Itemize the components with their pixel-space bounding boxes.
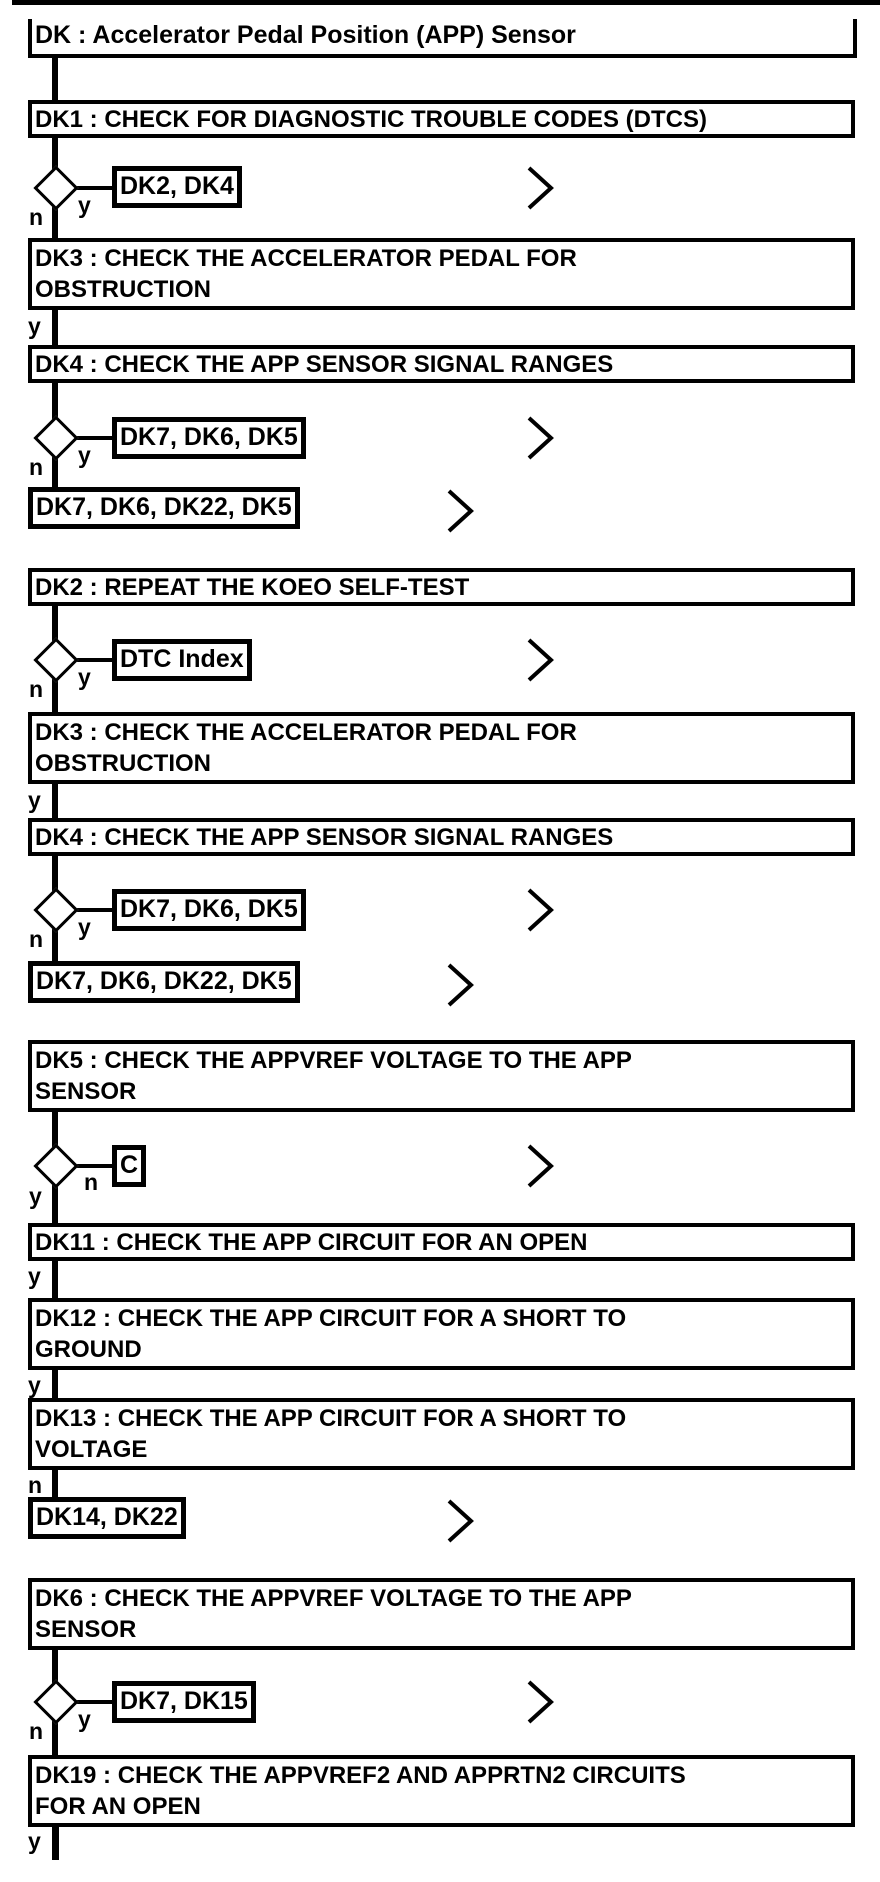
step-text-line: DK11 : CHECK THE APP CIRCUIT FOR AN OPEN bbox=[35, 1229, 588, 1256]
step-text-line: OBSTRUCTION bbox=[35, 750, 211, 777]
step-text-line: SENSOR bbox=[35, 1616, 137, 1643]
goto-text: DK7, DK6, DK22, DK5 bbox=[36, 967, 292, 995]
goto-box-dk7-dk6-dk22-dk5-second[interactable]: DK7, DK6, DK22, DK5 bbox=[28, 961, 300, 1003]
step-box-dk5: DK5 : CHECK THE APPVREF VOLTAGE TO THE A… bbox=[28, 1040, 855, 1112]
continue-chevron-icon[interactable] bbox=[446, 1498, 474, 1544]
step-text-line: FOR AN OPEN bbox=[35, 1793, 201, 1820]
continue-chevron-icon[interactable] bbox=[446, 488, 474, 534]
goto-box-dk14-dk22[interactable]: DK14, DK22 bbox=[28, 1497, 186, 1539]
connector-line bbox=[72, 658, 116, 662]
continue-chevron-icon[interactable] bbox=[526, 1679, 554, 1725]
yes-label: y bbox=[28, 1263, 41, 1289]
goto-box-dk7-dk15[interactable]: DK7, DK15 bbox=[112, 1681, 256, 1723]
page-top-rule bbox=[12, 0, 880, 5]
goto-text: DK2, DK4 bbox=[120, 172, 234, 200]
step-text-line: VOLTAGE bbox=[35, 1436, 148, 1463]
goto-box-dk7-dk6-dk5-second[interactable]: DK7, DK6, DK5 bbox=[112, 889, 306, 931]
no-label: n bbox=[29, 204, 44, 230]
step-text-line: DK2 : REPEAT THE KOEO SELF-TEST bbox=[35, 574, 470, 601]
step-box-dk11: DK11 : CHECK THE APP CIRCUIT FOR AN OPEN bbox=[28, 1223, 855, 1261]
continue-chevron-icon[interactable] bbox=[526, 165, 554, 211]
connector-line bbox=[52, 1824, 59, 1860]
yes-label: y bbox=[28, 787, 41, 813]
goto-text: DK7, DK6, DK5 bbox=[120, 423, 298, 451]
step-box-dk6: DK6 : CHECK THE APPVREF VOLTAGE TO THE A… bbox=[28, 1578, 855, 1650]
step-text-line: OBSTRUCTION bbox=[35, 276, 211, 303]
step-box-dk3-first: DK3 : CHECK THE ACCELERATOR PEDAL FOR OB… bbox=[28, 238, 855, 310]
continue-chevron-icon[interactable] bbox=[526, 637, 554, 683]
yes-label: y bbox=[78, 442, 91, 468]
goto-text: DK7, DK6, DK5 bbox=[120, 895, 298, 923]
yes-label: y bbox=[28, 313, 41, 339]
yes-label: y bbox=[78, 192, 91, 218]
no-label: n bbox=[28, 1472, 43, 1498]
step-text-line: DK4 : CHECK THE APP SENSOR SIGNAL RANGES bbox=[35, 824, 614, 851]
no-label: n bbox=[29, 926, 44, 952]
goto-text: DTC Index bbox=[120, 645, 244, 673]
continue-chevron-icon[interactable] bbox=[526, 1143, 554, 1189]
yes-label: y bbox=[28, 1828, 41, 1854]
flowchart-title-box: DK : Accelerator Pedal Position (APP) Se… bbox=[28, 19, 857, 58]
step-box-dk1: DK1 : CHECK FOR DIAGNOSTIC TROUBLE CODES… bbox=[28, 100, 855, 138]
yes-label: y bbox=[78, 664, 91, 690]
connector-line bbox=[52, 57, 58, 100]
goto-box-dtc-index[interactable]: DTC Index bbox=[112, 639, 252, 681]
connector-line bbox=[72, 1700, 116, 1704]
goto-box-dk2-dk4[interactable]: DK2, DK4 bbox=[112, 166, 242, 208]
goto-box-dk7-dk6-dk5-first[interactable]: DK7, DK6, DK5 bbox=[112, 417, 306, 459]
connector-line bbox=[52, 310, 58, 347]
goto-box-dk7-dk6-dk22-dk5-first[interactable]: DK7, DK6, DK22, DK5 bbox=[28, 487, 300, 529]
yes-label: y bbox=[28, 1372, 41, 1398]
no-label: n bbox=[29, 676, 44, 702]
yes-label: y bbox=[78, 914, 91, 940]
step-text-line: DK13 : CHECK THE APP CIRCUIT FOR A SHORT… bbox=[35, 1405, 627, 1432]
step-text-line: DK4 : CHECK THE APP SENSOR SIGNAL RANGES bbox=[35, 351, 614, 378]
step-box-dk4-first: DK4 : CHECK THE APP SENSOR SIGNAL RANGES bbox=[28, 345, 855, 383]
goto-text: C bbox=[120, 1151, 139, 1179]
step-text-line: DK5 : CHECK THE APPVREF VOLTAGE TO THE A… bbox=[35, 1047, 632, 1074]
no-label: n bbox=[29, 1718, 44, 1744]
step-text-line: DK3 : CHECK THE ACCELERATOR PEDAL FOR bbox=[35, 719, 577, 746]
step-text-line: DK3 : CHECK THE ACCELERATOR PEDAL FOR bbox=[35, 245, 577, 272]
connector-line bbox=[52, 1259, 58, 1300]
connector-line bbox=[72, 436, 116, 440]
goto-text: DK7, DK6, DK22, DK5 bbox=[36, 493, 292, 521]
step-text-line: DK1 : CHECK FOR DIAGNOSTIC TROUBLE CODES… bbox=[35, 106, 707, 133]
goto-text: DK14, DK22 bbox=[36, 1503, 178, 1531]
goto-box-c[interactable]: C bbox=[112, 1145, 147, 1187]
continue-chevron-icon[interactable] bbox=[526, 887, 554, 933]
step-box-dk4-second: DK4 : CHECK THE APP SENSOR SIGNAL RANGES bbox=[28, 818, 855, 856]
connector-line bbox=[72, 908, 116, 912]
no-label: n bbox=[84, 1169, 99, 1195]
step-text-line: DK19 : CHECK THE APPVREF2 AND APPRTN2 CI… bbox=[35, 1762, 686, 1789]
step-text-line: GROUND bbox=[35, 1336, 142, 1363]
connector-line bbox=[72, 1164, 116, 1168]
flowchart-title: DK : Accelerator Pedal Position (APP) Se… bbox=[35, 21, 576, 49]
step-box-dk12: DK12 : CHECK THE APP CIRCUIT FOR A SHORT… bbox=[28, 1298, 855, 1370]
continue-chevron-icon[interactable] bbox=[446, 962, 474, 1008]
connector-line bbox=[52, 1470, 58, 1499]
no-label: n bbox=[29, 454, 44, 480]
step-text-line: DK12 : CHECK THE APP CIRCUIT FOR A SHORT… bbox=[35, 1305, 627, 1332]
yes-label: y bbox=[29, 1183, 42, 1209]
step-text-line: SENSOR bbox=[35, 1078, 137, 1105]
connector-line bbox=[52, 784, 58, 820]
step-box-dk13: DK13 : CHECK THE APP CIRCUIT FOR A SHORT… bbox=[28, 1398, 855, 1470]
step-box-dk2: DK2 : REPEAT THE KOEO SELF-TEST bbox=[28, 568, 855, 606]
step-box-dk19: DK19 : CHECK THE APPVREF2 AND APPRTN2 CI… bbox=[28, 1755, 855, 1827]
connector-line bbox=[52, 1368, 58, 1400]
step-text-line: DK6 : CHECK THE APPVREF VOLTAGE TO THE A… bbox=[35, 1585, 632, 1612]
connector-line bbox=[72, 186, 116, 190]
continue-chevron-icon[interactable] bbox=[526, 415, 554, 461]
goto-text: DK7, DK15 bbox=[120, 1687, 248, 1715]
decision-diamond-5 bbox=[33, 1143, 79, 1189]
yes-label: y bbox=[78, 1706, 91, 1732]
step-box-dk3-second: DK3 : CHECK THE ACCELERATOR PEDAL FOR OB… bbox=[28, 712, 855, 784]
